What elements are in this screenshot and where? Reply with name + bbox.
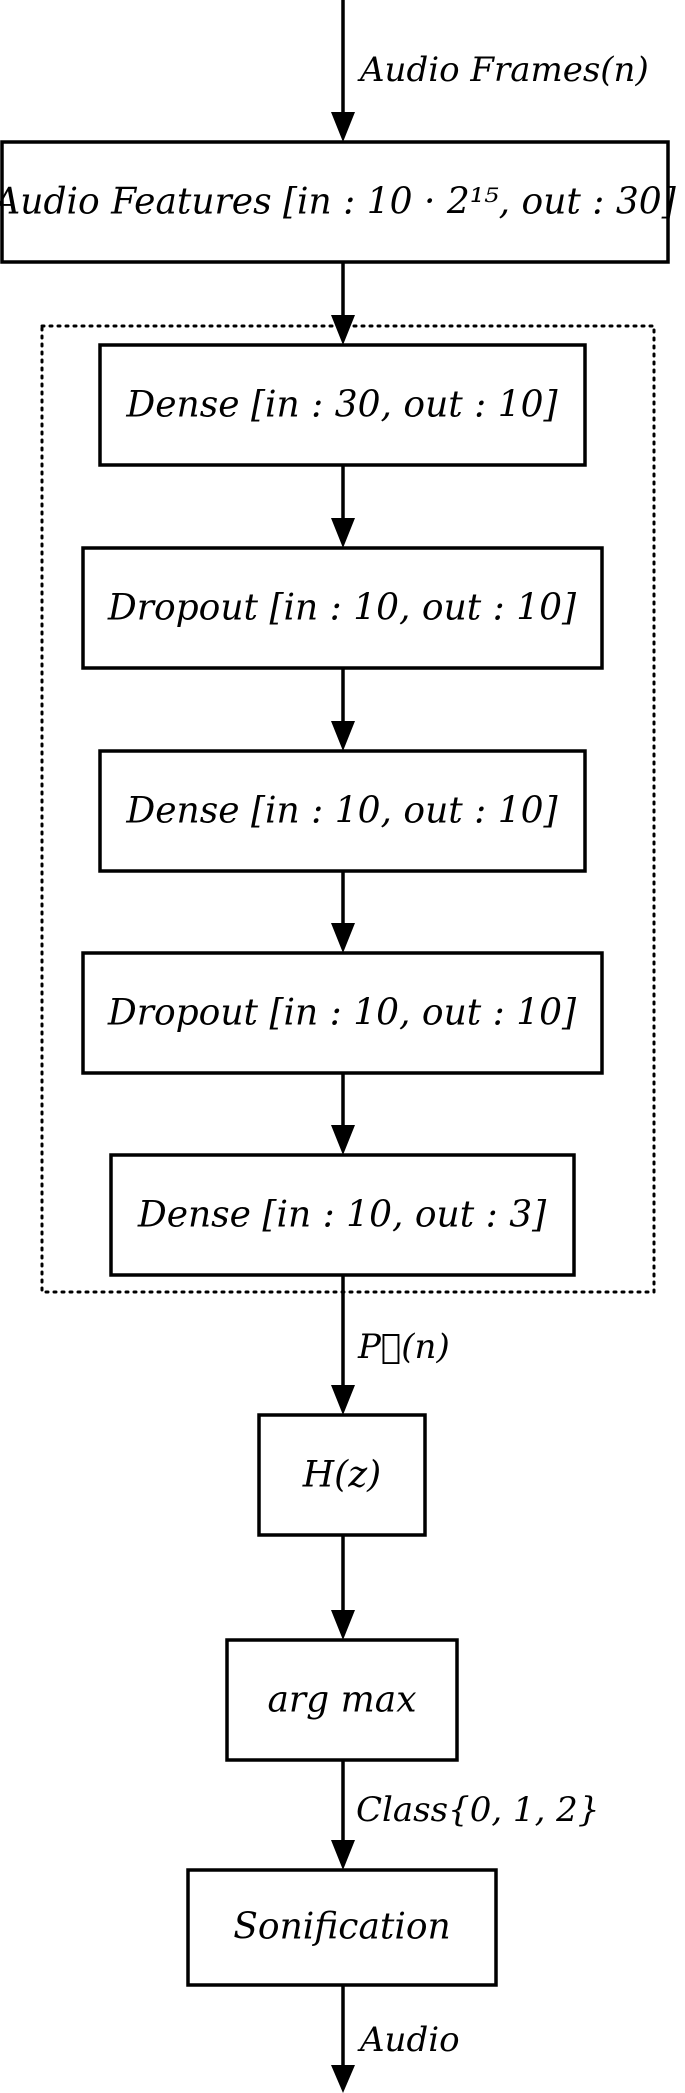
- audio-features-box: [0, 140, 670, 264]
- edge-input: [331, 0, 355, 142]
- dense-2-box: [98, 749, 587, 873]
- dense-3-box: [109, 1153, 576, 1277]
- edge-dropout-2-to-dense-3: [331, 1073, 355, 1155]
- edge-dropout-1-to-dense-2: [331, 668, 355, 751]
- dropout-1-label: Dropout [in : 10, out : 10]: [107, 588, 577, 629]
- hz-box: [257, 1413, 427, 1537]
- dense-1-label: Dense [in : 30, out : 10]: [125, 385, 558, 426]
- edge-output: [331, 1985, 355, 2093]
- input-edge-label: Audio Frames(n): [357, 50, 649, 90]
- output-edge-label: Audio: [357, 2020, 460, 2060]
- argmax-box: [225, 1638, 459, 1762]
- probabilities-edge-label: P⃗(n): [357, 1327, 450, 1367]
- dense-1-box: [98, 343, 587, 467]
- dropout-1-box: [81, 546, 604, 670]
- sonification-label: Sonification: [233, 1907, 451, 1948]
- dense-3-label: Dense [in : 10, out : 3]: [137, 1195, 547, 1236]
- dense-2-label: Dense [in : 10, out : 10]: [125, 791, 558, 832]
- sonification-box: [186, 1868, 498, 1987]
- hz-label: H(z): [302, 1455, 381, 1496]
- edge-class: [331, 1760, 355, 1870]
- audio-features-label: Audio Features [in : 10 · 2¹⁵, out : 30]: [0, 182, 677, 223]
- dropout-2-label: Dropout [in : 10, out : 10]: [107, 993, 577, 1034]
- argmax-label: arg max: [267, 1680, 416, 1721]
- edge-probabilities: [331, 1275, 355, 1415]
- edge-dense-2-to-dropout-2: [331, 871, 355, 953]
- edge-features-to-dense-1: [331, 262, 355, 345]
- class-edge-label: Class{0, 1, 2}: [356, 1790, 599, 1830]
- edge-dense-1-to-dropout-1: [331, 465, 355, 548]
- edge-hz-to-argmax: [331, 1535, 355, 1640]
- dropout-2-box: [81, 951, 604, 1075]
